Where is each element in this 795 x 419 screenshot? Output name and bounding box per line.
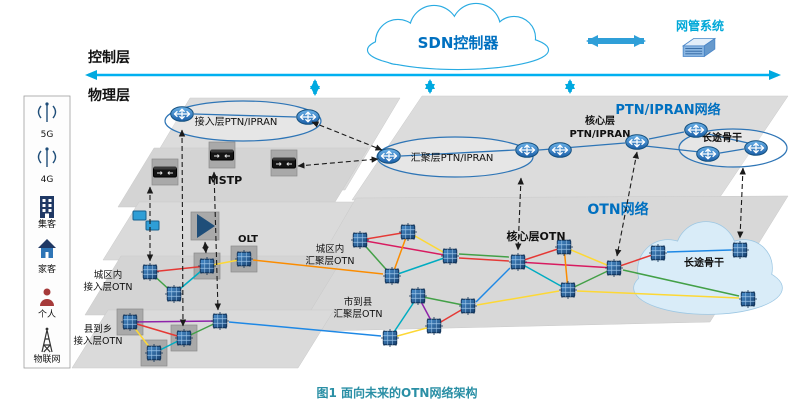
otn-node-icon (383, 267, 401, 285)
otn-node-icon (141, 263, 159, 281)
otn-node-icon (198, 257, 216, 275)
nms-server-icon (682, 38, 716, 57)
label-otn-metro-agg-line1: 城区内 (316, 243, 345, 255)
figure-caption: 图1 面向未来的OTN网络架构 (317, 385, 478, 400)
label-ptn-core-line1: 核心层 (585, 114, 615, 127)
inter-layer-dashed-arrows (146, 121, 746, 327)
ptn-links (193, 113, 749, 157)
label-otn-city-county-line1: 市到县 (344, 296, 373, 308)
otn-node-icon (165, 285, 183, 303)
router-icon (625, 134, 649, 150)
otn-node-icon (559, 281, 577, 299)
iot-tower-icon (41, 327, 53, 353)
access-types-sidebar: 5G 4G 集客 家客 个人 (23, 95, 71, 369)
label-otn-metro-access-line1: 城区内 (94, 269, 123, 281)
otn-node-icon (399, 223, 417, 241)
sidebar-label-4g: 4G (41, 175, 54, 185)
olt-device-icon (132, 210, 147, 221)
home-icon (38, 239, 56, 258)
router-icon (170, 106, 194, 122)
otn-section: OTN网络 核心层OTN 城区内 汇聚层OTN 市到县 汇聚层OTN 城区内 接… (74, 201, 783, 367)
label-sdn-controller: SDN控制器 (418, 34, 500, 52)
mstp-switch-icon (210, 149, 234, 161)
router-icon (548, 142, 572, 158)
label-ptn-aggregation: 汇聚层PTN/IPRAN (411, 151, 494, 164)
otn-node-icon (351, 231, 369, 249)
otn-node-icon (739, 290, 757, 308)
otn-node-icon (441, 247, 459, 265)
label-otn-metro-access-line2: 接入层OTN (84, 281, 133, 293)
ptn-access-ring (164, 100, 322, 142)
mstp-switch-icon (153, 166, 177, 178)
label-ptn-core-line2: PTN/IPRAN (569, 129, 630, 140)
sidebar-label-home: 家客 (38, 263, 56, 275)
label-olt: OLT (238, 234, 258, 245)
router-icon (296, 109, 320, 125)
antenna-4g-icon (37, 147, 57, 167)
label-ptn-backbone: 长途骨干 (702, 131, 742, 144)
label-mstp: MSTP (208, 174, 242, 187)
label-control-layer: 控制层 (88, 49, 130, 66)
otn-node-icon (459, 297, 477, 315)
olt-splitter-icon (197, 214, 215, 238)
router-icon (744, 140, 768, 156)
otn-node-icon (731, 241, 749, 259)
label-otn-backbone: 长途骨干 (684, 256, 724, 269)
label-otn-metro-agg-line2: 汇聚层OTN (306, 256, 355, 267)
otn-node-icon (425, 317, 443, 335)
router-icon (696, 146, 720, 162)
sdn-controller-cloud: SDN控制器 (366, 2, 550, 71)
sidebar-label-5g: 5G (41, 130, 54, 140)
sidebar-box (23, 95, 71, 369)
ptn-ipran-section: 接入层PTN/IPRAN 汇聚层PTN/IPRAN 核心层 PTN/IPRAN … (164, 100, 788, 178)
otn-node-icon (605, 259, 623, 277)
label-otn-city-county-line2: 汇聚层OTN (334, 309, 383, 320)
label-otn-county-access-line1: 县到乡 (84, 323, 113, 335)
otn-node-icon (235, 250, 253, 268)
label-otn-network: OTN网络 (587, 201, 648, 218)
sidebar-label-business: 集客 (38, 218, 56, 230)
label-nms: 网管系统 (676, 18, 724, 33)
otn-node-icon (211, 312, 229, 330)
antenna-5g-icon (37, 102, 57, 122)
otn-node-icon (649, 244, 667, 262)
sidebar-label-personal: 个人 (38, 309, 56, 320)
label-otn-core: 核心层OTN (506, 229, 565, 243)
otn-node-icon (381, 329, 399, 347)
otn-node-icon (509, 253, 527, 271)
otn-node-icon (409, 287, 427, 305)
person-icon (40, 288, 54, 306)
label-physical-layer: 物理层 (88, 87, 130, 104)
header-section: 控制层 物理层 SDN控制器 网管系统 (85, 2, 781, 104)
otn-node-icon (121, 313, 139, 331)
label-otn-county-access-line2: 接入层OTN (74, 335, 123, 347)
label-ptn-access: 接入层PTN/IPRAN (195, 115, 278, 128)
olt-device-icon (145, 220, 160, 231)
control-physical-link-arrows (310, 79, 575, 96)
router-icon (377, 148, 401, 164)
otn-node-icon (175, 329, 193, 347)
router-icon (515, 142, 539, 158)
label-ptn-network: PTN/IPRAN网络 (615, 102, 720, 118)
nms-system: 网管系统 (676, 18, 724, 57)
sidebar-label-iot: 物联网 (33, 353, 60, 365)
building-icon (40, 196, 54, 218)
otn-node-icon (145, 344, 163, 362)
mstp-switch-icon (272, 157, 296, 169)
router-icon (684, 122, 708, 138)
